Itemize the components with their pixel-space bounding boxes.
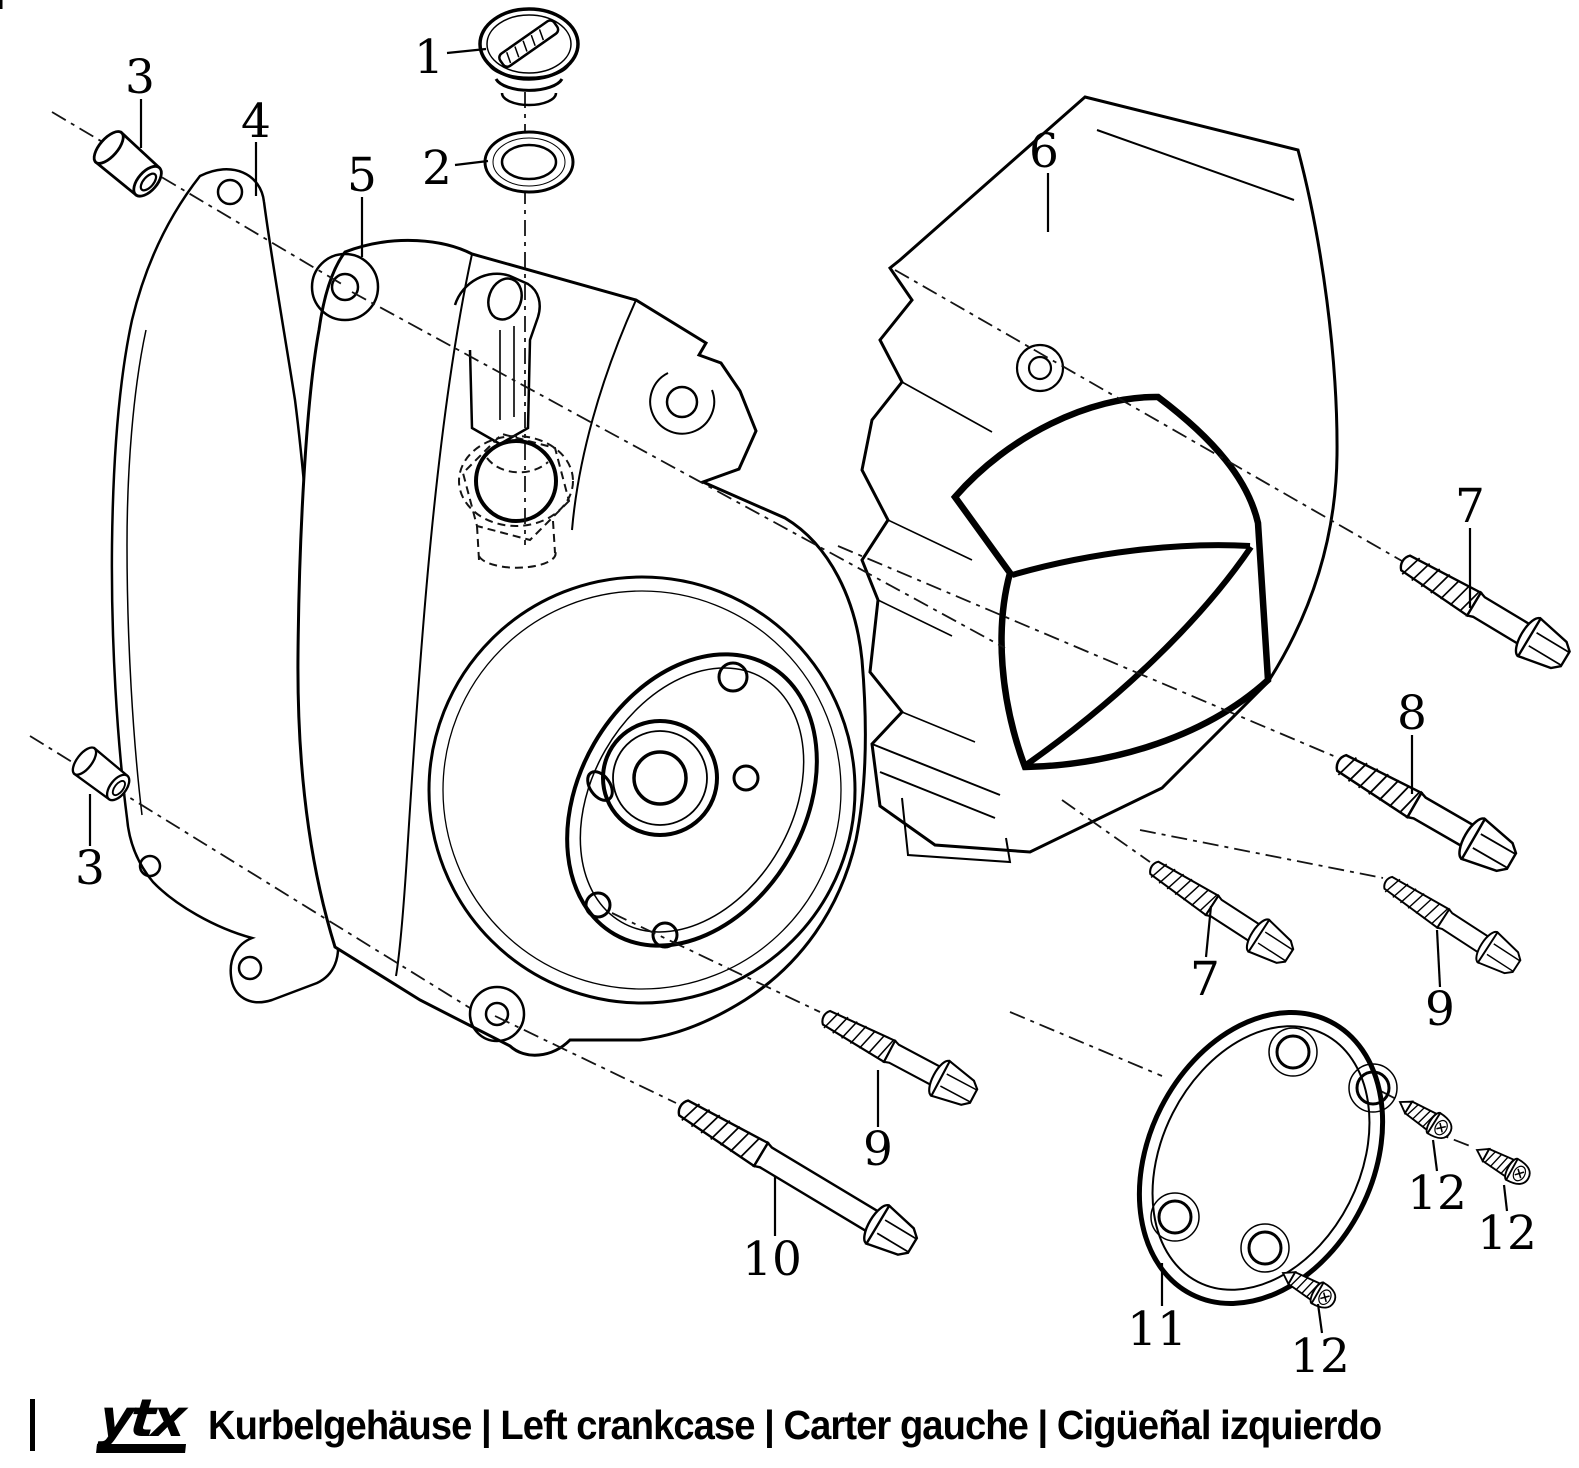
part-label-12-16: 12 xyxy=(1290,1329,1350,1384)
part-label-5-4: 5 xyxy=(347,148,377,203)
part-bolt-8 xyxy=(1325,739,1525,883)
leader-line-1-0 xyxy=(446,47,487,55)
part-label-12-15: 12 xyxy=(1477,1206,1537,1261)
part-label-3-8: 3 xyxy=(75,841,105,896)
part-label-7-9: 7 xyxy=(1190,952,1220,1007)
part-bolt-9-right xyxy=(1375,865,1528,983)
leader-line-12-15 xyxy=(1502,1184,1509,1212)
leader-line-12-14 xyxy=(1431,1139,1439,1172)
part-label-3-2: 3 xyxy=(125,50,155,105)
part-screw-12-a xyxy=(1392,1090,1457,1145)
part-label-9-10: 9 xyxy=(1425,982,1455,1037)
part-o-ring xyxy=(483,130,575,194)
part-bolt-9-mid xyxy=(813,997,984,1115)
corner-mark xyxy=(0,0,3,9)
part-dowel-pin-upper xyxy=(87,125,170,204)
part-crankcase-cover xyxy=(296,238,867,1057)
part-bolt-7-lower xyxy=(1140,849,1301,973)
part-gasket xyxy=(110,168,340,1004)
part-label-7-6: 7 xyxy=(1455,479,1485,534)
leader-line-7-9 xyxy=(1204,905,1213,958)
part-label-11-13: 11 xyxy=(1127,1302,1187,1357)
cover-shield-face xyxy=(950,393,1272,771)
part-label-9-11: 9 xyxy=(863,1122,893,1177)
part-oil-filler-cap xyxy=(478,7,580,107)
part-label-8-7: 8 xyxy=(1397,686,1427,741)
part-bolt-7-upper xyxy=(1390,541,1578,679)
part-inner-cover xyxy=(860,95,1339,864)
part-stator-plate xyxy=(1136,1010,1398,1306)
part-label-10-12: 10 xyxy=(742,1232,802,1287)
part-label-1-0: 1 xyxy=(414,30,444,85)
leader-line-12-16 xyxy=(1316,1303,1324,1334)
part-label-12-14: 12 xyxy=(1407,1166,1467,1221)
part-label-6-5: 6 xyxy=(1029,124,1059,179)
oil-filler-neck xyxy=(458,432,574,569)
footer-divider-bar xyxy=(30,1399,35,1451)
leader-line-2-1 xyxy=(454,159,489,167)
part-label-4-3: 4 xyxy=(241,94,271,149)
figure-caption: Kurbelgehäuse | Left crankcase | Carter … xyxy=(208,1401,1382,1448)
part-label-2-1: 2 xyxy=(422,141,452,196)
leader-line-9-10 xyxy=(1435,929,1442,988)
brand-logo: ytx xyxy=(96,1389,192,1454)
part-screw-12-b xyxy=(1470,1138,1536,1190)
footer: ytx Kurbelgehäuse | Left crankcase | Car… xyxy=(0,1382,1579,1468)
